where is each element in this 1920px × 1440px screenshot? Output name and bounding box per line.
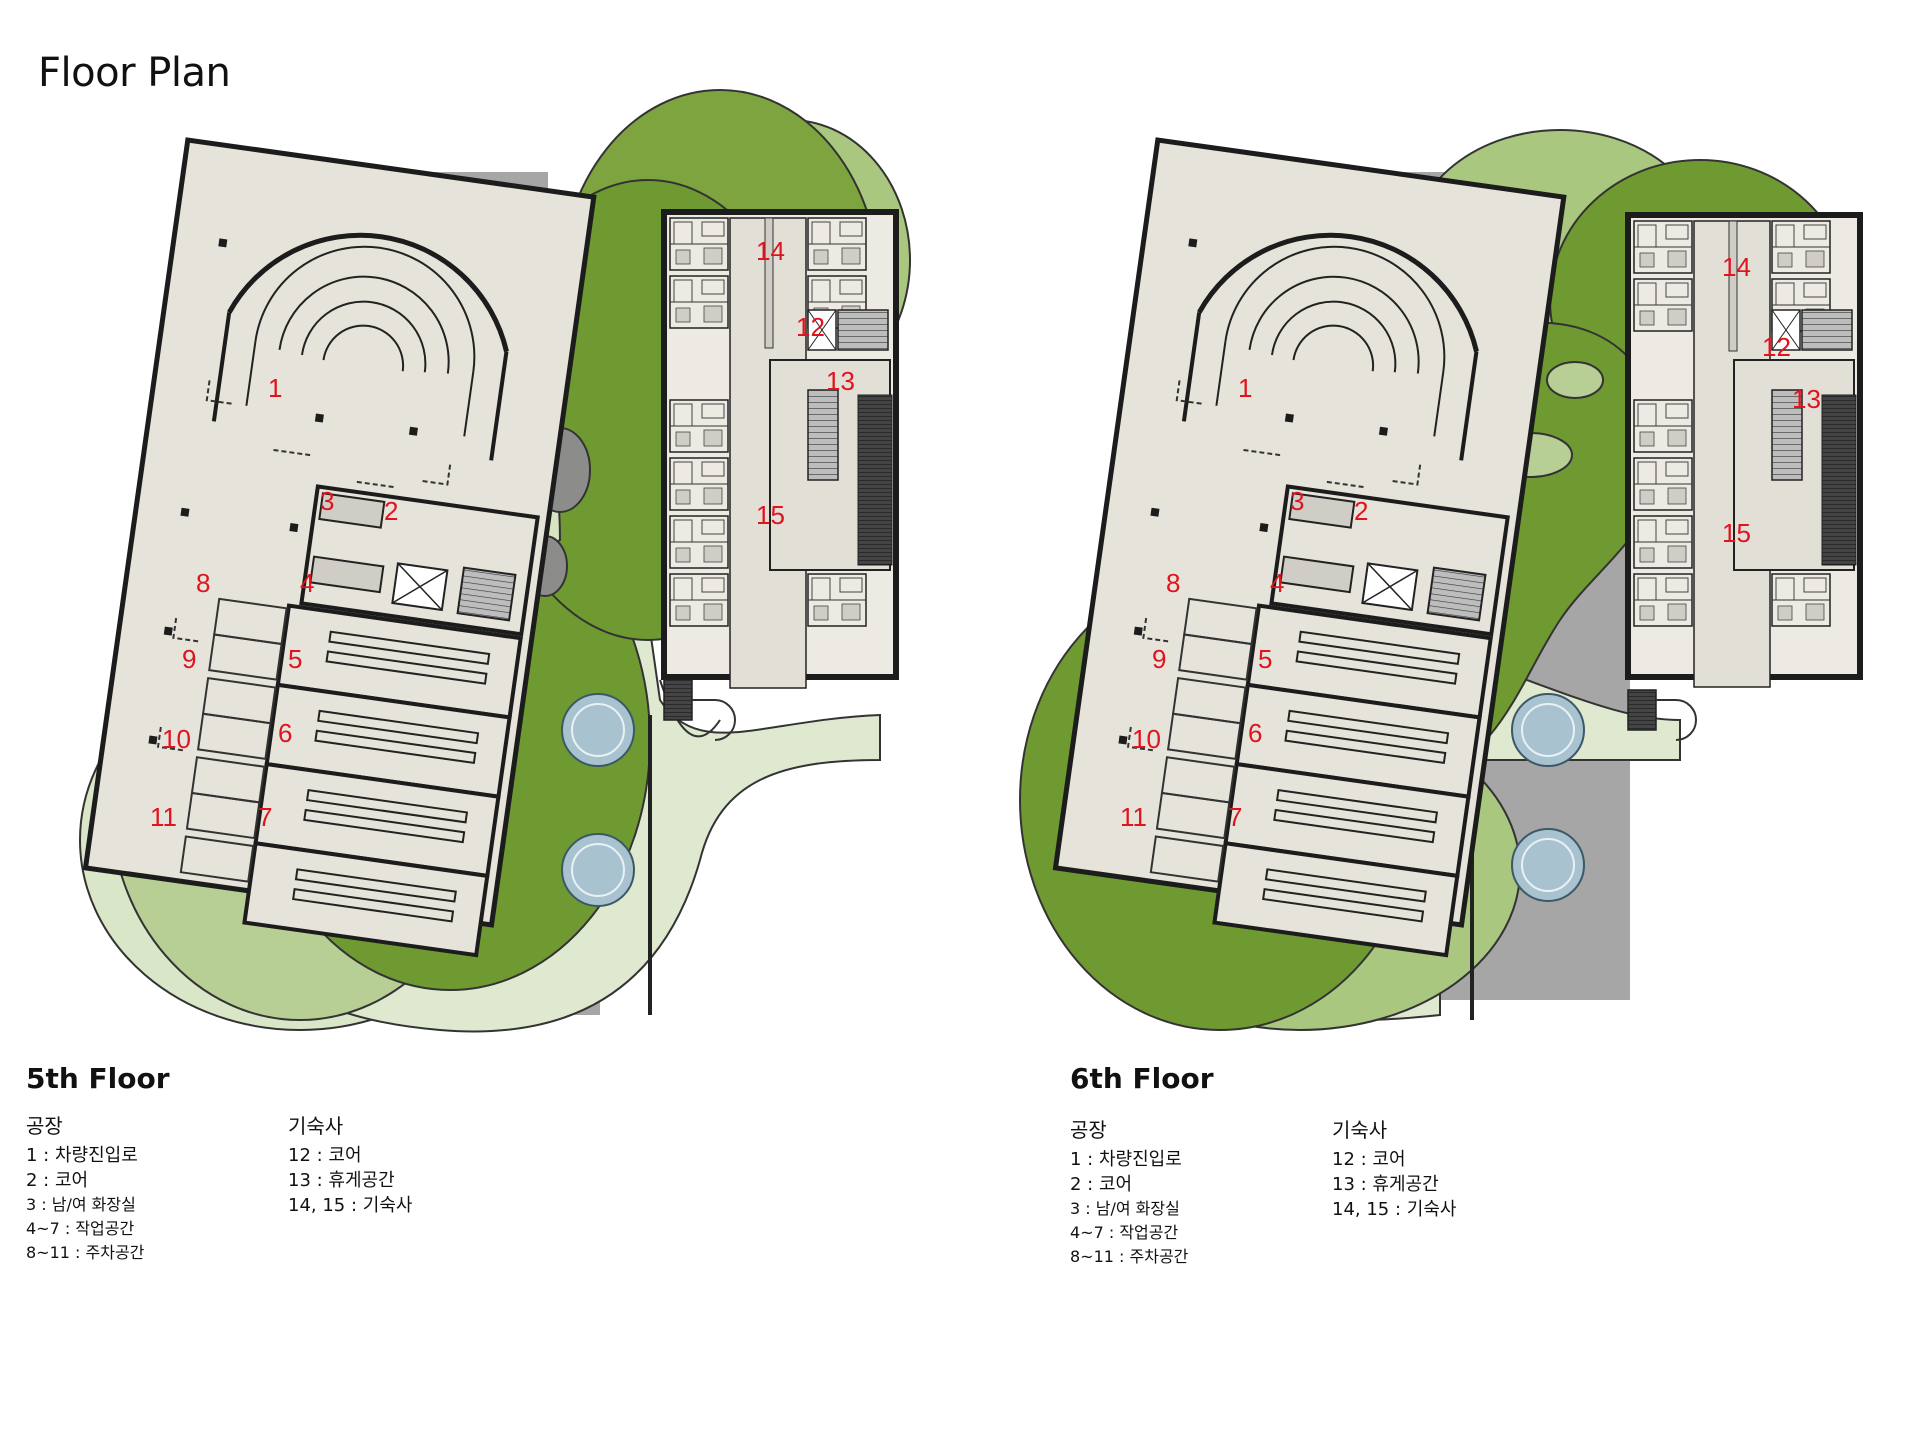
legend-item: 2 : 코어	[1070, 1174, 1133, 1195]
factory-legend-title: 공장	[1070, 1118, 1107, 1142]
dorm-legend: 기숙사 12 : 코어 13 : 휴게공간 14, 15 : 기숙사	[288, 1110, 412, 1218]
room-number: 8	[196, 568, 210, 598]
legend-5th-floor: 5th Floor 공장 1 : 차량진입로 2 : 코어 3 : 남/여 화장…	[26, 1062, 666, 1282]
room-number: 6	[1248, 718, 1262, 748]
plan-6th-floor: 1 2 3 4 5 6 7 8 9 10 11 12 13 14 15	[1019, 129, 1863, 1031]
dorm-legend: 기숙사 12 : 코어 13 : 휴게공간 14, 15 : 기숙사	[1332, 1114, 1456, 1222]
room-number: 12	[1762, 332, 1791, 362]
room-number: 15	[756, 500, 785, 530]
room-number: 2	[384, 496, 398, 526]
room-number: 6	[278, 718, 292, 748]
legend-item: 3 : 남/여 화장실	[1070, 1199, 1180, 1218]
room-number: 1	[1238, 373, 1252, 403]
room-number: 4	[1270, 568, 1284, 598]
room-number: 3	[1290, 486, 1304, 516]
room-number-labels: 1 2 3 4 5 6 7 8 9 10 11 12 13 14 15	[150, 236, 855, 832]
legend-item: 4~7 : 작업공간	[1070, 1223, 1179, 1242]
room-number: 5	[288, 644, 302, 674]
legend-item: 8~11 : 주차공간	[26, 1243, 145, 1262]
dorm-legend-title: 기숙사	[288, 1114, 344, 1138]
dorm-legend-title: 기숙사	[1332, 1118, 1388, 1142]
dormitory-building	[661, 209, 899, 741]
floor-title: 6th Floor	[1070, 1062, 1214, 1095]
room-number: 14	[756, 236, 785, 266]
room-number: 14	[1722, 252, 1751, 282]
factory-building	[1052, 137, 1567, 958]
legend-item: 12 : 코어	[1332, 1149, 1406, 1170]
dormitory-building	[1625, 212, 1863, 741]
page-title: Floor Plan	[38, 50, 231, 96]
legend-item: 1 : 차량진입로	[1070, 1149, 1182, 1170]
room-number: 2	[1354, 496, 1368, 526]
room-number: 11	[150, 802, 177, 832]
legend-item: 14, 15 : 기숙사	[288, 1195, 413, 1216]
legend-item: 4~7 : 작업공간	[26, 1219, 135, 1238]
legend-item: 14, 15 : 기숙사	[1332, 1199, 1457, 1220]
room-number: 9	[1152, 644, 1166, 674]
room-number: 1	[268, 373, 282, 403]
floor-title: 5th Floor	[26, 1062, 170, 1095]
legend-item: 2 : 코어	[26, 1170, 89, 1191]
room-number: 9	[182, 644, 196, 674]
legend-6th-floor: 6th Floor 공장 1 : 차량진입로 2 : 코어 3 : 남/여 화장…	[1070, 1062, 1710, 1282]
factory-legend: 공장 1 : 차량진입로 2 : 코어 3 : 남/여 화장실 4~7 : 작업…	[1070, 1114, 1188, 1269]
legend-item: 3 : 남/여 화장실	[26, 1195, 136, 1214]
room-number: 8	[1166, 568, 1180, 598]
legend-item: 12 : 코어	[288, 1145, 362, 1166]
room-number: 13	[1792, 384, 1821, 414]
room-number: 4	[300, 568, 314, 598]
room-number: 13	[826, 366, 855, 396]
room-number: 10	[1132, 724, 1161, 754]
room-number: 15	[1722, 518, 1751, 548]
room-number: 5	[1258, 644, 1272, 674]
room-number-labels: 1 2 3 4 5 6 7 8 9 10 11 12 13 14 15	[1120, 252, 1821, 832]
room-number: 3	[320, 486, 334, 516]
factory-legend-title: 공장	[26, 1114, 63, 1138]
plan-5th-floor: 1 2 3 4 5 6 7 8 9 10 11 12 13 14 15	[79, 89, 911, 1033]
factory-building	[82, 137, 597, 958]
room-number: 12	[796, 312, 825, 342]
room-number: 11	[1120, 802, 1147, 832]
legend-item: 13 : 휴게공간	[288, 1170, 395, 1191]
legend-item: 1 : 차량진입로	[26, 1145, 138, 1166]
legend-item: 8~11 : 주차공간	[1070, 1247, 1189, 1266]
room-number: 7	[1228, 802, 1242, 832]
legend-item: 13 : 휴게공간	[1332, 1174, 1439, 1195]
room-number: 7	[258, 802, 272, 832]
room-number: 10	[162, 724, 191, 754]
factory-legend: 공장 1 : 차량진입로 2 : 코어 3 : 남/여 화장실 4~7 : 작업…	[26, 1110, 144, 1265]
